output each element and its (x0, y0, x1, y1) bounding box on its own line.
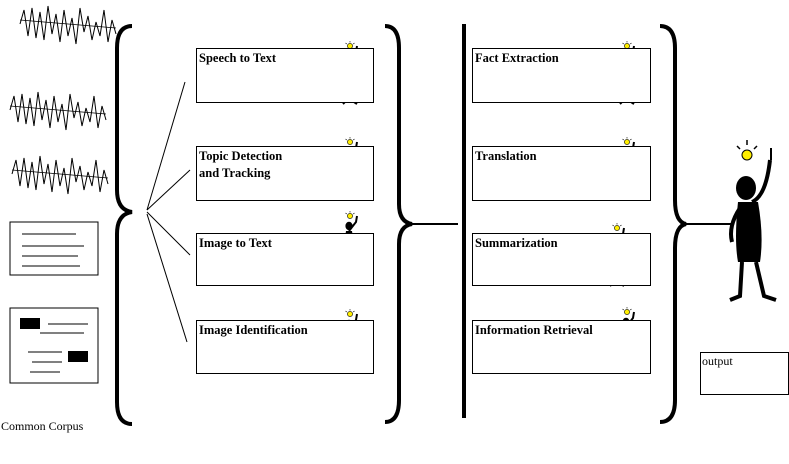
image-document-icon (9, 307, 99, 384)
task-box-image-identification: Image Identification (196, 320, 374, 374)
speech-waveform-icon (19, 5, 117, 45)
task-label: Image Identification (199, 323, 308, 337)
task-label: Speech to Text (199, 51, 277, 65)
speech-waveform-icon (11, 155, 109, 195)
output-label: output (702, 354, 733, 368)
output-box: output (700, 352, 789, 395)
task-label: Summarization (475, 236, 558, 250)
task-box-fact-extraction: Fact Extraction (472, 48, 651, 103)
task-box-summarization: Summarization (472, 233, 651, 286)
task-box-image-to-text: Image to Text (196, 233, 374, 286)
task-label: Translation (475, 149, 537, 163)
task-label: Topic Detection and Tracking (199, 149, 283, 180)
fan-connectors (146, 81, 191, 343)
task-label: Information Retrieval (475, 323, 593, 337)
analyst-person-icon (729, 140, 777, 302)
task-box-topic-detection: Topic Detection and Tracking (196, 146, 374, 201)
task-label: Fact Extraction (475, 51, 559, 65)
task-box-information-retrieval: Information Retrieval (472, 320, 651, 374)
task-box-speech-to-text: Speech to Text (196, 48, 374, 103)
task-box-translation: Translation (472, 146, 651, 201)
input-tasks-brace (384, 24, 413, 424)
corpus-brace (115, 24, 133, 426)
analysis-tasks-brace (659, 24, 687, 424)
task-label: Image to Text (199, 236, 272, 250)
corpus-label: Common Corpus (1, 419, 84, 433)
speech-waveform-icon (9, 91, 107, 131)
text-document-icon (9, 221, 99, 276)
